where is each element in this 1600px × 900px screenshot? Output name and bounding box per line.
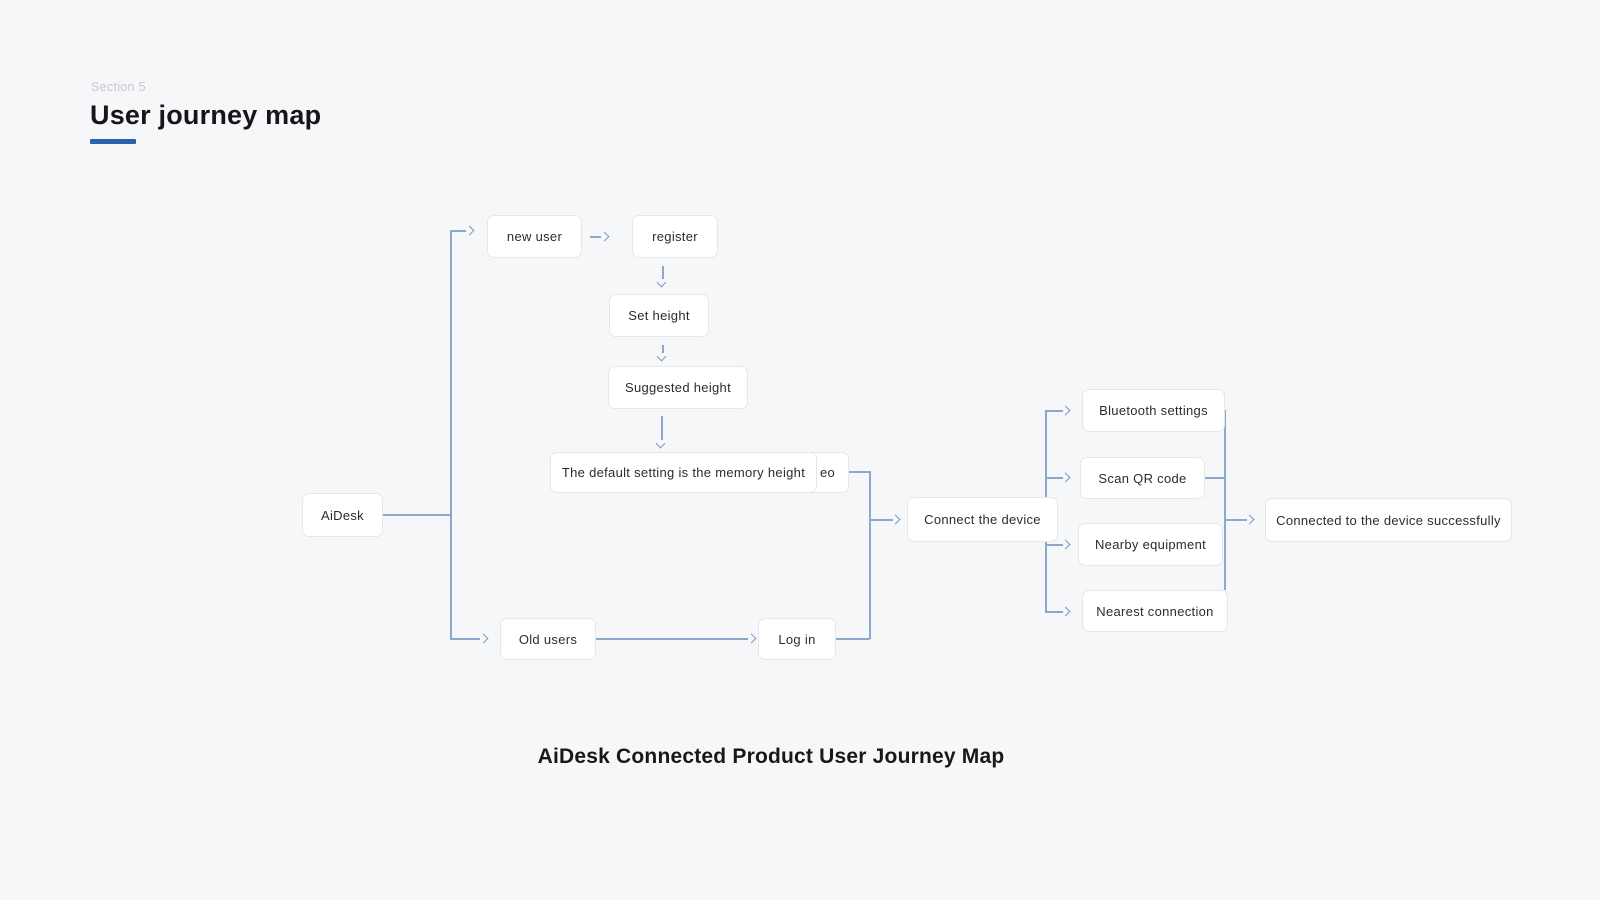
arrowhead-oldusers-login bbox=[746, 633, 757, 644]
connector-oldusers-login bbox=[596, 638, 748, 640]
node-connect-device-label: Connect the device bbox=[924, 512, 1041, 527]
node-bluetooth-settings-label: Bluetooth settings bbox=[1099, 403, 1208, 418]
node-hidden-partial-label: eo bbox=[819, 465, 835, 480]
node-memory-height: The default setting is the memory height bbox=[550, 452, 817, 493]
node-memory-height-label: The default setting is the memory height bbox=[561, 465, 806, 480]
connector-setheight-down bbox=[662, 345, 664, 353]
node-aidesk: AiDesk bbox=[302, 493, 383, 537]
connector-left-branch bbox=[450, 230, 452, 638]
node-connected-success: Connected to the device successfully bbox=[1265, 498, 1512, 542]
connector-to-nearby bbox=[1045, 544, 1063, 546]
node-new-user-label: new user bbox=[506, 229, 563, 244]
node-scan-qr-code: Scan QR code bbox=[1080, 457, 1205, 499]
arrowhead-to-nearby bbox=[1060, 539, 1071, 550]
arrowhead-to-connect-device bbox=[890, 514, 901, 525]
arrowhead-to-bluetooth bbox=[1060, 405, 1071, 416]
node-suggested-height-label: Suggested height bbox=[625, 380, 731, 395]
arrowhead-newuser-register bbox=[599, 231, 610, 242]
node-connect-device: Connect the device bbox=[907, 497, 1058, 542]
connector-login-out bbox=[836, 638, 870, 640]
connector-merge-vertical bbox=[1224, 410, 1226, 590]
node-nearby-equipment: Nearby equipment bbox=[1078, 523, 1223, 566]
section-eyebrow: Section 5 bbox=[91, 80, 146, 94]
arrowhead-to-success bbox=[1244, 514, 1255, 525]
connector-to-nearest bbox=[1045, 611, 1063, 613]
arrowhead-to-nearest bbox=[1060, 606, 1071, 617]
connector-to-scanqr bbox=[1045, 477, 1063, 479]
diagram-caption: AiDesk Connected Product User Journey Ma… bbox=[537, 745, 1005, 768]
node-nearest-connection: Nearest connection bbox=[1082, 590, 1228, 632]
page-title: User journey map bbox=[90, 100, 322, 130]
connector-to-old-users bbox=[450, 638, 480, 640]
node-old-users-label: Old users bbox=[518, 631, 578, 647]
node-register-label: register bbox=[652, 229, 698, 244]
arrowhead-to-old-users bbox=[478, 633, 489, 644]
connector-newuser-register bbox=[590, 236, 601, 238]
node-log-in-label: Log in bbox=[778, 631, 816, 647]
node-log-in: Log in bbox=[758, 618, 836, 660]
arrowhead-register-down bbox=[656, 277, 667, 288]
arrowhead-to-new-user bbox=[464, 225, 475, 236]
title-accent-underline bbox=[90, 139, 136, 144]
node-set-height-label: Set height bbox=[628, 308, 690, 323]
node-nearby-equipment-label: Nearby equipment bbox=[1094, 537, 1207, 552]
arrowhead-suggested-down bbox=[655, 438, 666, 449]
arrowhead-setheight-down bbox=[656, 351, 667, 362]
node-nearest-connection-label: Nearest connection bbox=[1096, 603, 1214, 619]
node-suggested-height: Suggested height bbox=[608, 366, 748, 409]
node-register: register bbox=[632, 215, 718, 258]
connector-mid-vertical bbox=[869, 471, 871, 639]
connector-to-connect-device bbox=[870, 519, 893, 521]
connector-to-success bbox=[1225, 519, 1247, 521]
connector-aidesk-out bbox=[383, 514, 451, 516]
node-set-height: Set height bbox=[609, 294, 709, 337]
connector-suggested-down bbox=[661, 416, 663, 440]
node-old-users: Old users bbox=[500, 618, 596, 660]
node-connected-success-label: Connected to the device successfully bbox=[1276, 512, 1501, 528]
connector-register-down bbox=[662, 266, 664, 279]
arrowhead-to-scanqr bbox=[1060, 472, 1071, 483]
connector-to-new-user bbox=[450, 230, 466, 232]
connector-to-bluetooth bbox=[1045, 410, 1063, 412]
node-new-user: new user bbox=[487, 215, 582, 258]
connector-memory-out bbox=[848, 471, 871, 473]
connector-scanqr-out bbox=[1205, 477, 1224, 479]
node-bluetooth-settings: Bluetooth settings bbox=[1082, 389, 1225, 432]
node-scan-qr-code-label: Scan QR code bbox=[1098, 470, 1187, 486]
node-aidesk-label: AiDesk bbox=[321, 507, 364, 523]
